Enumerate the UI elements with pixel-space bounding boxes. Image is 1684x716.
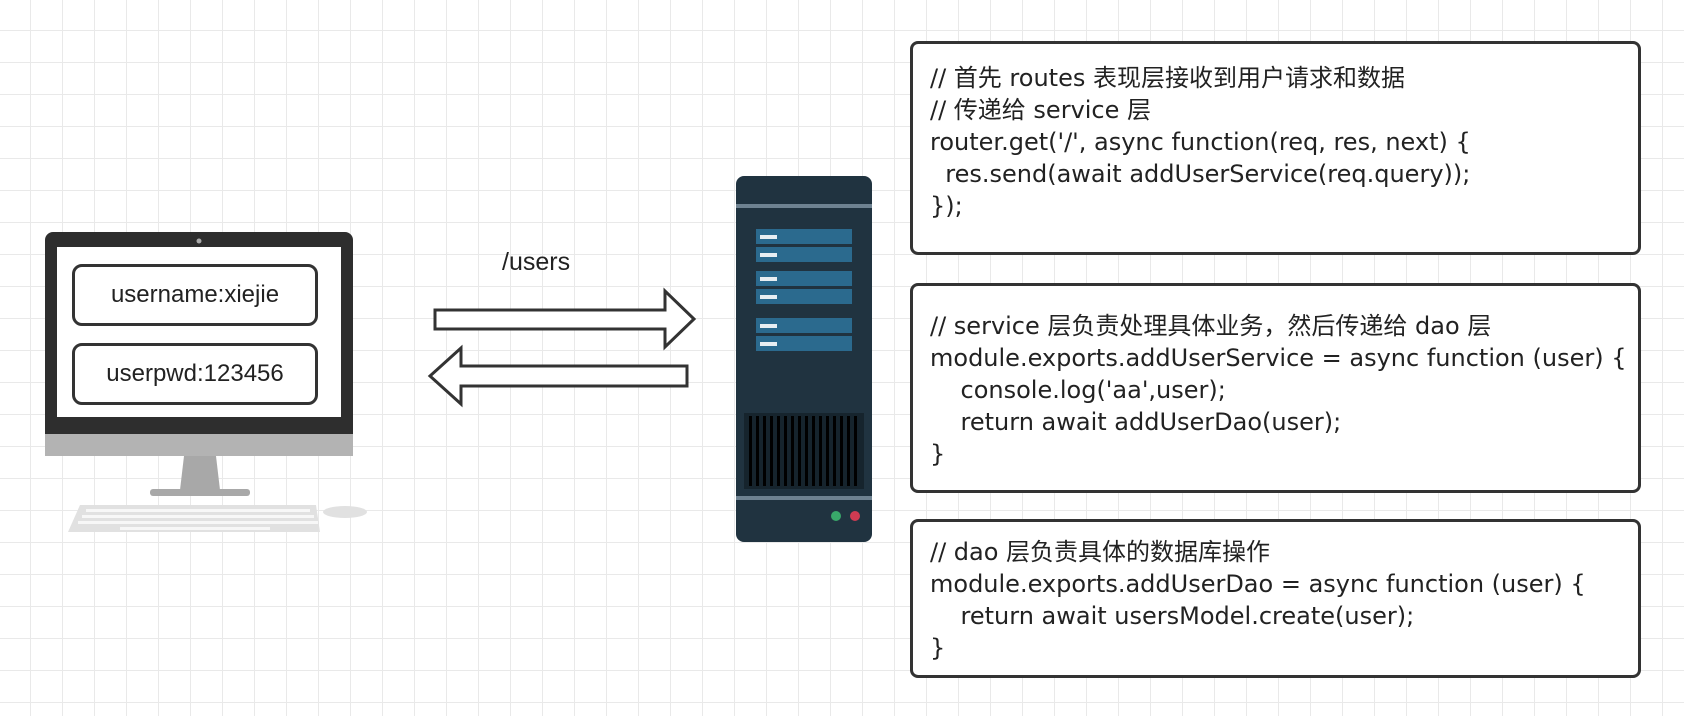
code-line: }	[930, 634, 946, 662]
password-field-text: userpwd:123456	[106, 360, 284, 387]
code-line: });	[930, 192, 963, 220]
status-led-red-icon	[850, 511, 860, 521]
drive-bays	[756, 229, 852, 351]
service-code-block: // service 层负责处理具体业务，然后传递给 dao 层 module.…	[910, 283, 1641, 493]
status-led-green-icon	[831, 511, 841, 521]
code-line: // dao 层负责具体的数据库操作	[930, 538, 1271, 566]
code-line: router.get('/', async function(req, res,…	[930, 128, 1471, 156]
routes-code-block: // 首先 routes 表现层接收到用户请求和数据 // 传递给 servic…	[910, 41, 1641, 255]
server-bottom-stripe	[736, 496, 872, 500]
code-line: // service 层负责处理具体业务，然后传递给 dao 层	[930, 312, 1492, 340]
route-label: /users	[502, 248, 571, 276]
code-line: // 首先 routes 表现层接收到用户请求和数据	[930, 64, 1405, 92]
server-vent	[744, 413, 864, 489]
code-line: console.log('aa',user);	[930, 376, 1226, 404]
code-line: return await usersModel.create(user);	[930, 602, 1415, 630]
monitor-chin	[45, 434, 353, 456]
request-arrow	[433, 287, 697, 351]
dao-code-block: // dao 层负责具体的数据库操作 module.exports.addUse…	[910, 519, 1641, 678]
monitor-stand-base	[150, 489, 250, 496]
code-line: module.exports.addUserService = async fu…	[930, 344, 1627, 372]
response-arrow	[427, 344, 689, 408]
drive-bay-indicators	[760, 235, 777, 346]
username-field-text: username:xiejie	[110, 281, 280, 308]
username-field: username:xiejie	[72, 264, 318, 326]
server-top-stripe	[736, 204, 872, 208]
code-line: return await addUserDao(user);	[930, 408, 1342, 436]
webcam-dot	[196, 238, 202, 244]
vent-slats	[749, 416, 857, 486]
monitor-stand	[180, 456, 220, 490]
mouse-icon	[323, 506, 367, 518]
code-line: }	[930, 440, 946, 468]
server-icon	[736, 176, 872, 542]
code-line: // 传递给 service 层	[930, 96, 1152, 124]
password-field: userpwd:123456	[72, 343, 318, 405]
keyboard-keys	[78, 509, 318, 530]
code-line: res.send(await addUserService(req.query)…	[930, 160, 1471, 188]
code-line: module.exports.addUserDao = async functi…	[930, 570, 1586, 598]
